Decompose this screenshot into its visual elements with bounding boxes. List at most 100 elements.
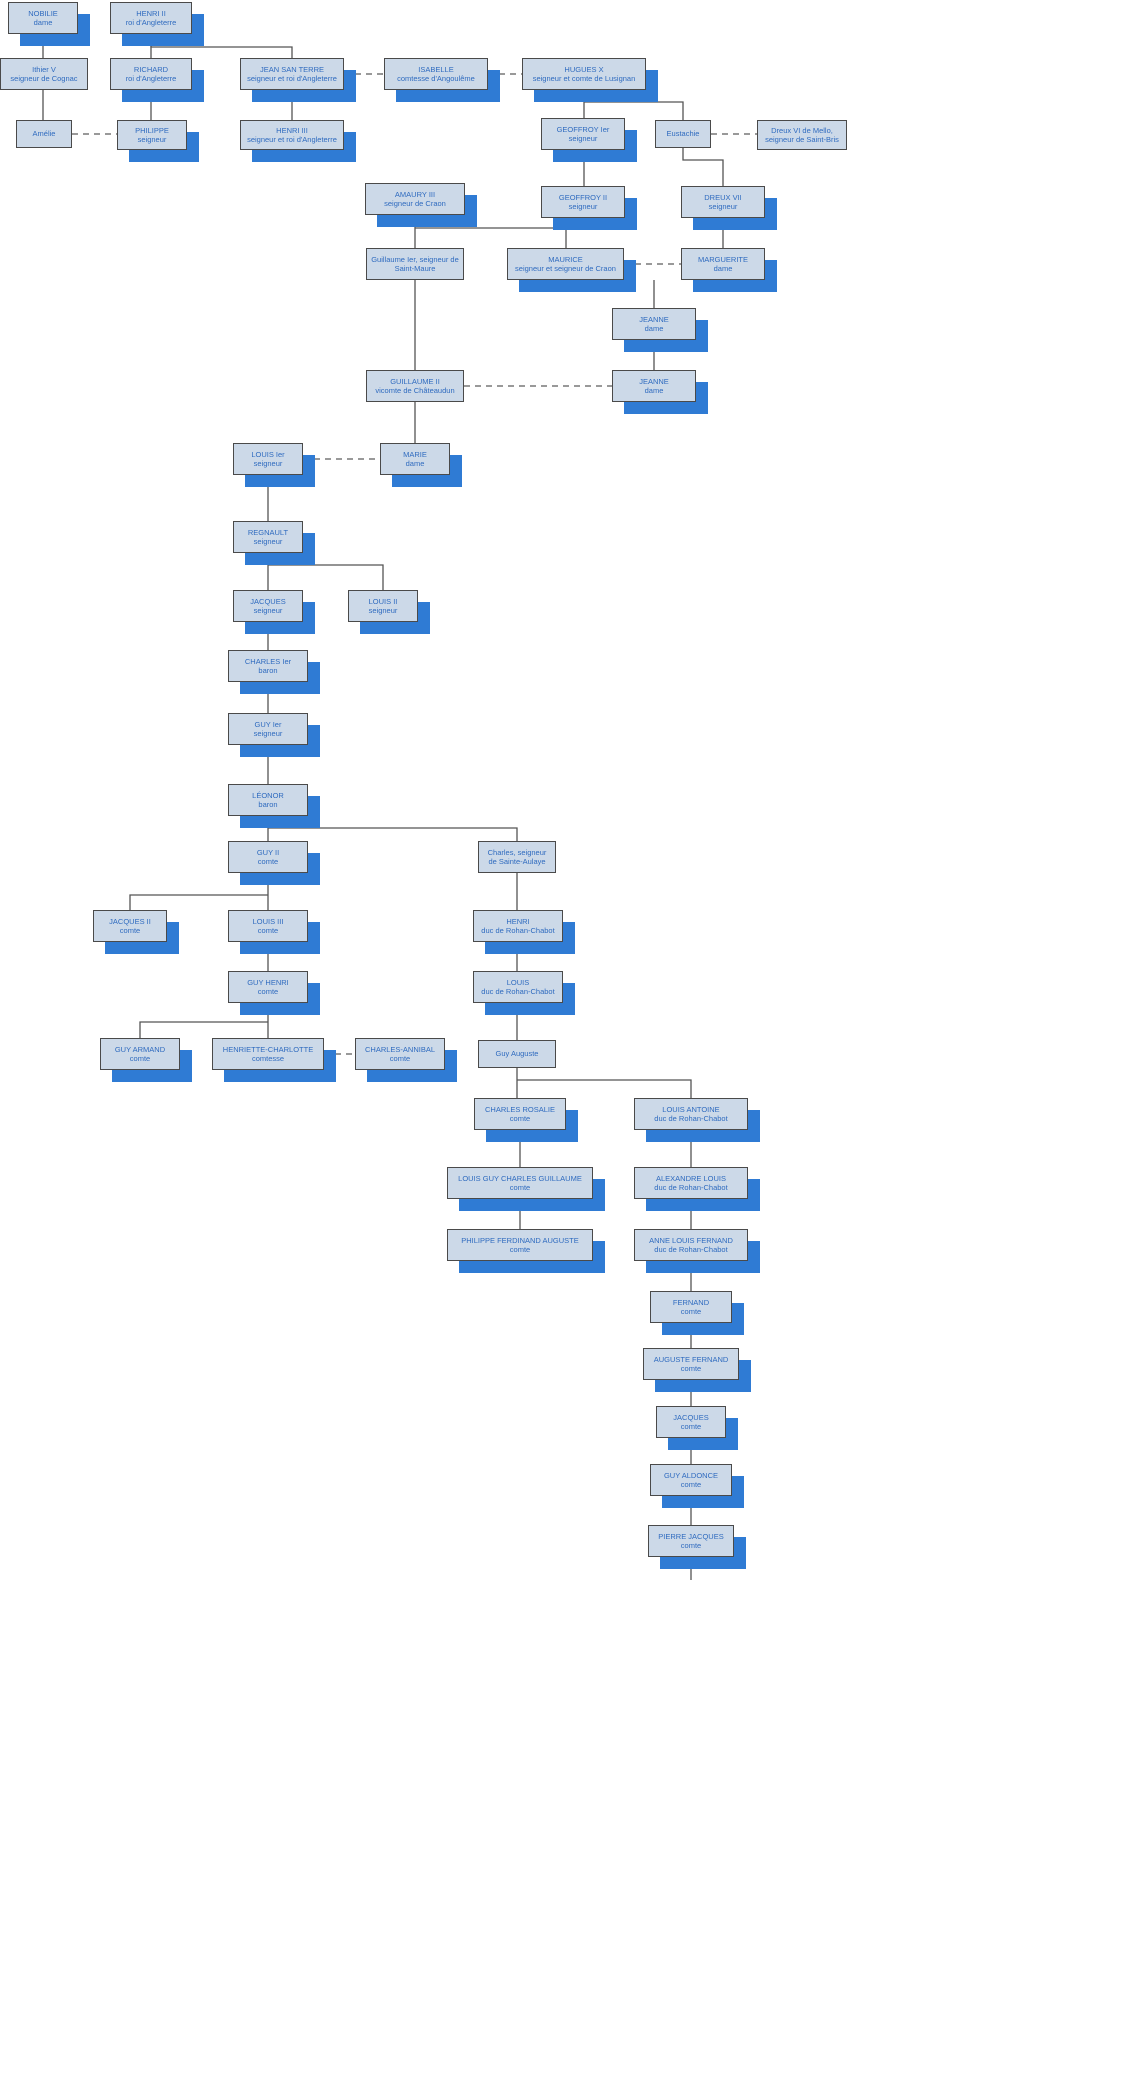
person-name: HENRI II	[136, 8, 166, 18]
person-name: HENRIETTE-CHARLOTTE	[222, 1044, 314, 1054]
person-title: seigneur de Saint-Bris	[765, 135, 839, 144]
person-name: Guy Auguste	[495, 1049, 539, 1059]
person-title: comte	[680, 1422, 702, 1431]
person-name: JACQUES II	[109, 916, 151, 926]
person-name: Eustachie	[666, 129, 700, 139]
person-node-dreux6[interactable]: Dreux VI de Mello,seigneur de Saint-Bris	[757, 120, 847, 150]
person-name: JACQUES	[250, 596, 286, 606]
person-title: seigneur	[568, 134, 598, 143]
person-name: AUGUSTE FERNAND	[653, 1354, 729, 1364]
person-name: CHARLES ROSALIE	[484, 1104, 556, 1114]
person-name: DREUX VII	[704, 192, 742, 202]
person-title: duc de Rohan-Chabot	[654, 1245, 728, 1254]
person-name: LOUIS II	[368, 596, 398, 606]
person-name: MARGUERITE	[697, 254, 748, 264]
person-title: comtesse	[251, 1054, 285, 1063]
person-name: GUY HENRI	[247, 977, 289, 987]
person-title: baron	[258, 666, 278, 675]
person-name: HUGUES X	[564, 64, 604, 74]
person-title: dame	[405, 459, 425, 468]
person-name: HENRI III	[276, 125, 308, 135]
person-title: seigneur	[568, 202, 598, 211]
person-node-amelie[interactable]: Amélie	[16, 120, 72, 148]
person-name: MARIE	[403, 449, 427, 459]
person-name: PHILIPPE FERDINAND AUGUSTE	[461, 1235, 579, 1245]
descent-link	[129, 894, 268, 910]
person-title: dame	[644, 324, 664, 333]
person-name: Charles, seigneur	[487, 847, 547, 857]
person-title: comte	[680, 1480, 702, 1489]
person-name: GUY ALDONCE	[663, 1470, 719, 1480]
person-name: JEAN SAN TERRE	[259, 64, 325, 74]
person-title: seigneur et comte de Lusignan	[532, 74, 636, 83]
person-name: GUY Ier	[254, 719, 282, 729]
person-name: LOUIS Ier	[251, 449, 285, 459]
person-name: ANNE LOUIS FERNAND	[649, 1235, 733, 1245]
person-title: vicomte de Châteaudun	[375, 386, 455, 395]
person-title: dame	[33, 18, 53, 27]
person-title: seigneur	[708, 202, 738, 211]
person-name: HENRI	[506, 916, 530, 926]
person-name: GUY II	[256, 847, 280, 857]
person-title: duc de Rohan-Chabot	[481, 987, 555, 996]
person-title: comte	[680, 1541, 702, 1550]
person-title: seigneur	[253, 729, 283, 738]
person-title: seigneur	[253, 537, 283, 546]
person-title: seigneur	[368, 606, 398, 615]
person-name: ALEXANDRE LOUIS	[655, 1173, 727, 1183]
person-name: MAURICE	[548, 254, 583, 264]
person-title: roi d'Angleterre	[125, 18, 177, 27]
person-node-eustachie[interactable]: Eustachie	[655, 120, 711, 148]
person-node-guyauguste[interactable]: Guy Auguste	[478, 1040, 556, 1068]
person-name: LOUIS III	[252, 916, 284, 926]
